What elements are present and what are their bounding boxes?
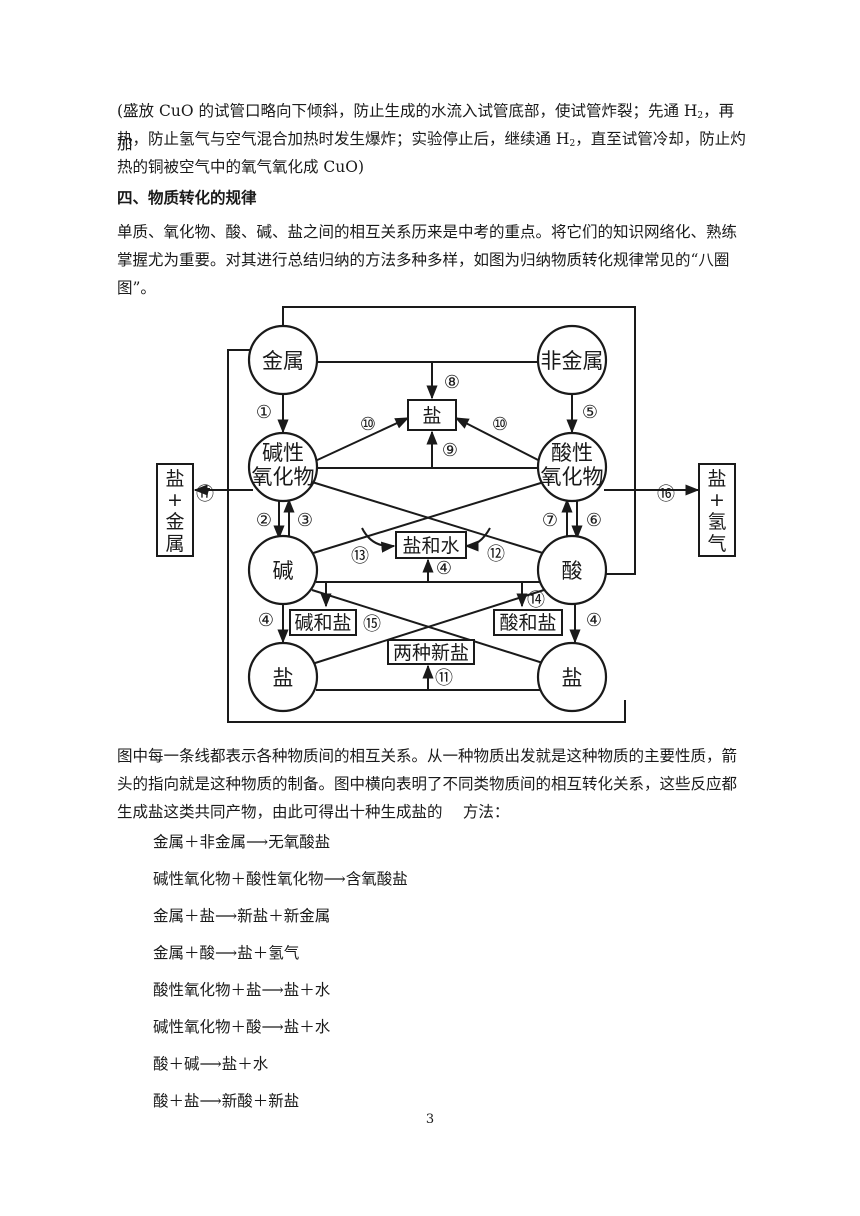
right-product-2: + <box>709 489 725 511</box>
num-15: ⑮ <box>363 614 381 635</box>
num-13: ⑬ <box>351 546 369 567</box>
arrow-13 <box>361 527 396 553</box>
num-3: ③ <box>297 510 313 531</box>
box-left-product <box>156 463 194 557</box>
label-acid: 酸 <box>562 559 583 583</box>
num-6: ⑥ <box>586 510 602 531</box>
box-two-salts <box>387 639 475 665</box>
num-7: ⑦ <box>542 510 558 531</box>
intro-line-3: 热的铜被空气中的氧气氧化成 CuO) <box>117 158 365 176</box>
para1-line-3: 图”。 <box>117 279 156 297</box>
box-acid-salt <box>493 609 563 636</box>
num-17: ⑰ <box>196 484 214 505</box>
intro-line-2: 热，防止氢气与空气混合加热时发生爆炸；实验停止后，继续通 H2，直至试管冷却，防… <box>117 130 746 149</box>
circle-metal <box>247 324 319 396</box>
method-6: 碱性氧化物＋酸⟶盐＋水 <box>153 1018 331 1036</box>
num-10-left: ⑩ <box>360 414 376 435</box>
circle-acidic-oxide <box>536 431 608 503</box>
circle-salt-right <box>536 641 608 713</box>
arrow-10-right <box>454 417 543 463</box>
label-base: 碱 <box>273 559 294 583</box>
circle-acid <box>536 534 608 606</box>
label-basic-oxide-2: 氧化物 <box>252 465 315 489</box>
right-product-3: 氢 <box>707 511 726 533</box>
label-nonmetal: 非金属 <box>541 349 604 373</box>
left-product-4: 属 <box>165 533 184 555</box>
label-acidic-oxide-2: 氧化物 <box>541 465 604 489</box>
page-number: 3 <box>425 1112 435 1127</box>
label-basic-oxide-1: 碱性 <box>262 441 304 465</box>
para1-line-2: 掌握尤为重要。对其进行总结归纳的方法多种多样，如图为归纳物质转化规律常见的“八圈 <box>117 251 730 269</box>
method-1: 金属＋非金属⟶无氧酸盐 <box>153 833 331 851</box>
label-box-salt: 盐 <box>422 405 441 427</box>
num-16: ⑯ <box>657 484 675 505</box>
method-2: 碱性氧化物＋酸性氧化物⟶含氧酸盐 <box>153 870 408 888</box>
left-product-3: 金 <box>165 511 184 533</box>
method-8: 酸＋盐⟶新酸＋新盐 <box>153 1092 300 1110</box>
loop-metal-to-right-salt <box>227 349 626 723</box>
box-salt <box>407 399 457 431</box>
left-product-2: + <box>167 489 183 511</box>
method-4: 金属＋酸⟶盐＋氢气 <box>153 944 300 962</box>
num-2: ② <box>256 510 272 531</box>
label-box-base-salt: 碱和盐 <box>294 612 351 634</box>
label-box-salt-water: 盐和水 <box>402 535 459 557</box>
num-4-right: ④ <box>586 610 602 631</box>
num-12: ⑫ <box>487 544 505 565</box>
label-box-two-salts: 两种新盐 <box>393 642 469 664</box>
left-product-1: 盐 <box>165 468 184 490</box>
num-11: ⑪ <box>435 668 453 689</box>
cross-acid-salt <box>311 589 545 665</box>
circle-nonmetal <box>536 324 608 396</box>
num-8: ⑧ <box>444 372 460 393</box>
label-box-acid-salt: 酸和盐 <box>499 612 556 634</box>
section-title: 四、物质转化的规律 <box>117 189 257 207</box>
circle-basic-oxide <box>247 431 319 503</box>
label-salt-left: 盐 <box>273 666 294 690</box>
para2-line-2: 头的指向就是这种物质的制备。图中横向表明了不同类物质间的相互转化关系，这些反应都 <box>117 775 738 793</box>
num-9: ⑨ <box>442 440 458 461</box>
num-4-left: ④ <box>258 610 274 631</box>
para2-line-3: 生成盐这类共同产物，由此可得出十种生成盐的 方法： <box>117 803 510 821</box>
method-3: 金属＋盐⟶新盐＋新金属 <box>153 907 331 925</box>
right-product-1: 盐 <box>707 468 726 490</box>
para2-line-1: 图中每一条线都表示各种物质间的相互关系。从一种物质出发就是这种物质的主要性质，箭 <box>117 747 738 765</box>
loop-acid-to-metal <box>282 306 636 575</box>
box-salt-water <box>395 531 467 559</box>
box-base-salt <box>289 609 357 636</box>
label-acidic-oxide-1: 酸性 <box>551 441 593 465</box>
box-right-product <box>698 463 736 557</box>
method-5: 酸性氧化物＋盐⟶盐＋水 <box>153 981 331 999</box>
num-5: ⑤ <box>582 402 598 423</box>
label-metal: 金属 <box>262 349 304 373</box>
circle-salt-left <box>247 641 319 713</box>
circle-base <box>247 534 319 606</box>
num-10-right: ⑩ <box>492 414 508 435</box>
label-salt-right: 盐 <box>562 666 583 690</box>
num-14: ⑭ <box>527 590 545 611</box>
method-7: 酸＋碱⟶盐＋水 <box>153 1055 269 1073</box>
num-1: ① <box>256 402 272 423</box>
cross-acidic-oxide-base <box>309 481 545 555</box>
arrow-10-left <box>312 417 410 463</box>
para1-line-1: 单质、氧化物、酸、碱、盐之间的相互关系历来是中考的重点。将它们的知识网络化、熟练 <box>117 223 738 241</box>
arrow-12 <box>464 527 491 552</box>
right-product-4: 气 <box>707 533 726 555</box>
intro-line-1: (盛放 CuO 的试管口略向下倾斜，防止生成的水流入试管底部，使试管炸裂；先通 … <box>117 102 735 153</box>
num-4-middle: ④ <box>436 558 452 579</box>
eight-circle-diagram: 金属 非金属 碱性 氧化物 酸性 氧化物 碱 酸 盐 盐 盐 盐和水 碱和盐 酸… <box>156 306 736 723</box>
